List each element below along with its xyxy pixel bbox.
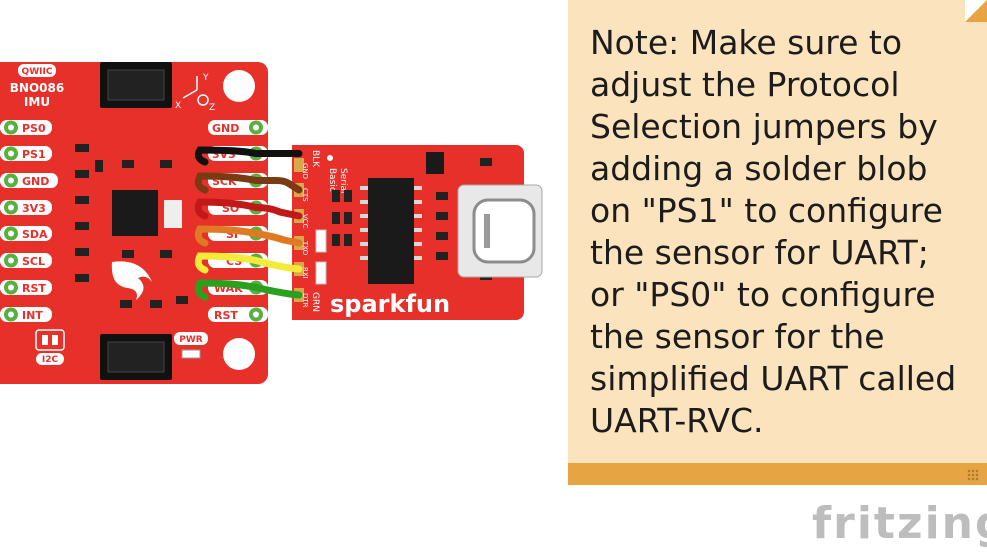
svg-text:SDA: SDA [22, 228, 48, 241]
svg-text:PS1: PS1 [22, 148, 46, 161]
bno086-breakout-board: QWIIC BNO086 IMU Y X Z I2C [0, 62, 268, 384]
serial-pin-txo: TXO [301, 240, 309, 256]
serial-name-line1: Serial [338, 168, 348, 193]
pwr-label: PWR [179, 335, 203, 345]
serial-pin-dtr: DTR [301, 293, 309, 308]
qwiic-label: QWIIC [22, 67, 53, 77]
svg-text:GND: GND [212, 122, 239, 135]
note-resize-grip-icon[interactable] [967, 469, 979, 481]
imu-chip [112, 190, 158, 236]
left-pin-scl: SCL [0, 253, 52, 268]
svg-text:Z: Z [209, 103, 215, 113]
mounting-hole-top [223, 70, 255, 102]
svg-text:GND: GND [22, 175, 49, 188]
serial-pin-cts: CTS [301, 188, 309, 202]
left-pin-rst: RST [0, 280, 52, 295]
serial-name-line2: Basic [327, 168, 337, 192]
svg-text:RST: RST [22, 282, 46, 295]
svg-text:RST: RST [214, 309, 238, 322]
wires [194, 146, 303, 301]
left-pin-sda: SDA [0, 226, 52, 241]
svg-text:Y: Y [202, 73, 209, 83]
serial-label-grn: GRN [310, 292, 320, 312]
left-pin-int: INT [0, 307, 52, 322]
svg-text:SCL: SCL [22, 255, 45, 268]
svg-text:X: X [175, 101, 181, 111]
left-pin-3v3: 3V3 [0, 200, 52, 215]
note-box: Note: Make sure to adjust the Protocol S… [568, 0, 987, 485]
serial-label-blk: BLK [310, 150, 320, 168]
pwr-led [181, 349, 201, 359]
wire-wak-dtr [252, 284, 303, 299]
smd-components [75, 144, 188, 308]
left-pin-gnd: GND [0, 173, 58, 188]
component-white [164, 200, 182, 228]
mounting-hole-bottom [223, 338, 255, 370]
usb-serial-chip [368, 178, 414, 284]
left-pin-ps0: PS0 [0, 120, 52, 135]
svg-text:3V3: 3V3 [22, 202, 46, 215]
right-pin-rst: RST [208, 307, 268, 322]
serial-pin-gnd: GND [301, 163, 309, 179]
note-text: Note: Make sure to adjust the Protocol S… [590, 23, 957, 440]
axis-orientation-icon [182, 76, 209, 106]
serial-pin-rxi: RXI [301, 267, 309, 279]
sparkfun-flame-icon [111, 261, 152, 300]
left-pin-ps1: PS1 [0, 146, 52, 161]
wire-cs-rxi [252, 257, 303, 273]
serial-basic-board: GND CTS VCC TXO RXI DTR BLK GRN Serial B… [292, 145, 543, 320]
svg-text:PS0: PS0 [22, 122, 46, 135]
part-label: BNO086 [10, 81, 64, 95]
serial-pin-vcc: VCC [301, 214, 309, 229]
sparkfun-logo: sparkfun [330, 290, 450, 318]
wire-sck-cts [252, 177, 303, 194]
note-fold-corner [965, 0, 987, 22]
svg-text:INT: INT [22, 309, 43, 322]
i2c-jumper-label: I2C [42, 355, 59, 365]
fritzing-watermark: fritzing [812, 498, 987, 549]
wiring-diagram: QWIIC BNO086 IMU Y X Z I2C [0, 62, 543, 384]
right-pin-gnd: GND [208, 120, 268, 135]
type-label: IMU [24, 95, 50, 109]
breakout-left-pins: PS0 PS1 GND 3V3 SDA SCL [0, 120, 58, 322]
